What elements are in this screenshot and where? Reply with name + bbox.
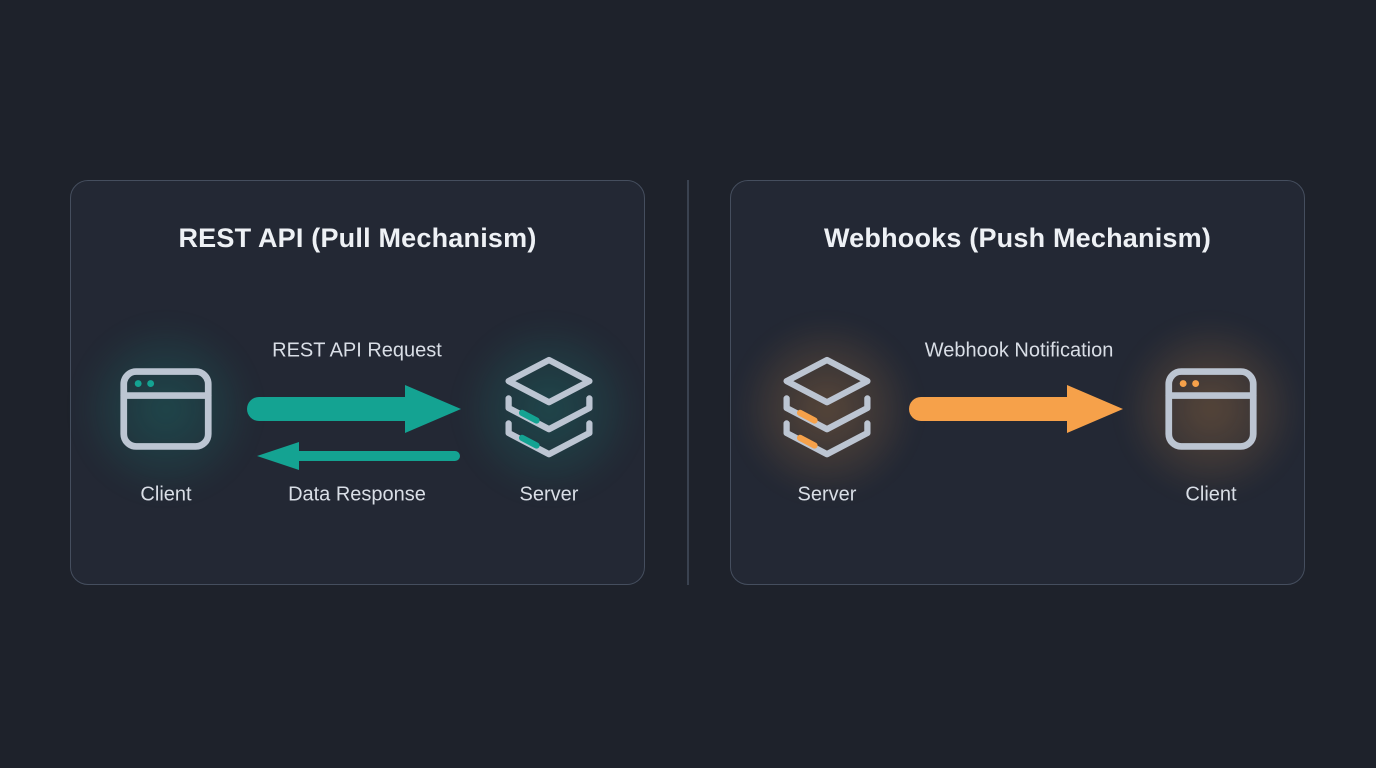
client-label: Client (1185, 483, 1237, 506)
server-label: Server (519, 483, 579, 506)
rest-request-label: REST API Request (272, 339, 442, 362)
rest-api-panel: REST API (Pull Mechanism) REST API Reque… (70, 180, 645, 585)
webhooks-panel-title: Webhooks (Push Mechanism) (823, 223, 1212, 253)
webhook-notification-label: Webhook Notification (924, 339, 1114, 362)
rest-request-arrow (247, 379, 467, 439)
server-stack-icon (499, 355, 599, 463)
webhook-arrow (909, 379, 1129, 439)
client-browser-icon (118, 365, 214, 453)
client-browser-icon (1163, 365, 1259, 453)
rest-api-panel-title: REST API (Pull Mechanism) (178, 223, 537, 253)
server-label: Server (797, 483, 857, 506)
server-stack-icon (777, 355, 877, 463)
panel-divider (687, 180, 689, 585)
webhooks-panel: Webhooks (Push Mechanism) Webhook Notifi… (730, 180, 1305, 585)
data-response-label: Data Response (288, 483, 426, 506)
data-response-arrow (247, 440, 467, 472)
client-label: Client (140, 483, 192, 506)
